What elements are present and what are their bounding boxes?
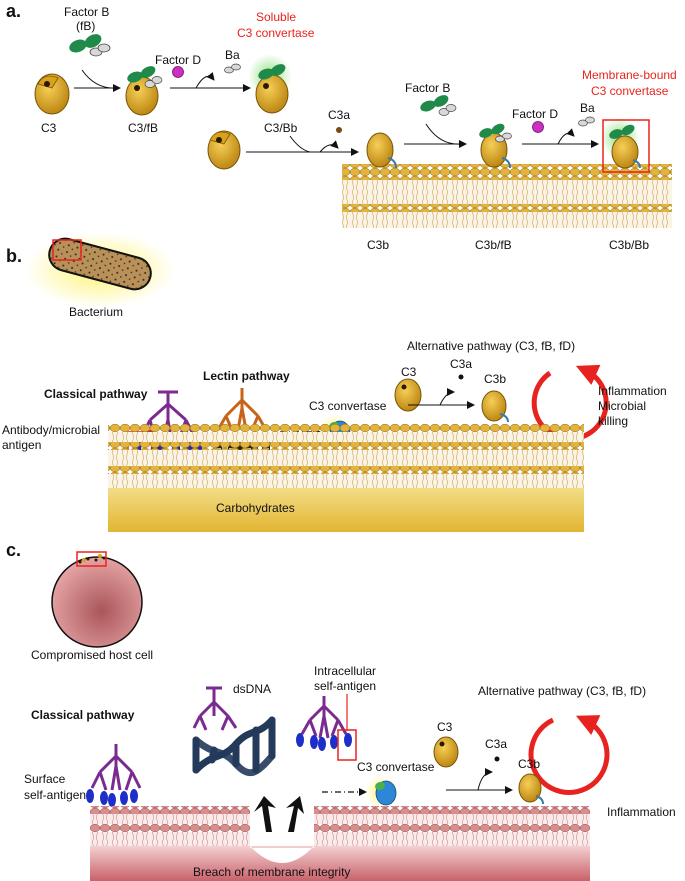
c3-label-b: C3 xyxy=(401,365,417,379)
c3a-fragment-icon-b xyxy=(458,374,464,380)
inflammation-label-b: Inflammation xyxy=(598,384,667,398)
c3b-label-b: C3b xyxy=(484,372,506,386)
surface-antibody-icon xyxy=(86,744,142,807)
arrow-c3a-release-c xyxy=(477,768,493,791)
membrane-convertase-label-1: Membrane-bound xyxy=(582,68,677,82)
c3a-label: C3a xyxy=(328,108,350,122)
killing-label: killing xyxy=(598,414,628,428)
dsdna-antibody-icon xyxy=(192,686,238,731)
arrow-c3bb-acts xyxy=(289,135,311,153)
c3-bb-label: C3/Bb xyxy=(264,121,298,135)
factor-b-label: Factor B xyxy=(64,5,109,19)
intracellular-highlight-box xyxy=(337,729,357,761)
dsdna-icon xyxy=(192,716,276,777)
factor-b-label-2: Factor B xyxy=(405,81,450,95)
breach-label: Breach of membrane integrity xyxy=(193,865,350,879)
classical-pathway-label-b: Classical pathway xyxy=(44,387,148,401)
c3b-label-c: C3b xyxy=(518,757,540,771)
soluble-convertase-label-2: C3 convertase xyxy=(237,26,315,40)
membrane-convertase-highlight-box xyxy=(602,119,650,173)
intracellular-label-2: self-antigen xyxy=(314,679,376,693)
antibody-antigen-label-2: antigen xyxy=(2,438,41,452)
factor-b-abbr: (fB) xyxy=(76,19,95,33)
microbial-label: Microbial xyxy=(598,399,646,413)
c3-protein-icon-b xyxy=(394,378,422,412)
c3-label-c: C3 xyxy=(437,720,453,734)
factor-d-label-1: Factor D xyxy=(155,53,201,67)
c3a-fragment-icon-c xyxy=(494,756,500,762)
antibody-antigen-label-1: Antibody/microbial xyxy=(2,423,100,437)
c3b-fb-label: C3b/fB xyxy=(475,238,512,252)
ba-fragment-icon-1 xyxy=(224,63,241,74)
factor-b-icon-2 xyxy=(420,95,457,116)
c3b-fb-complex-icon xyxy=(479,123,512,169)
amplification-loop-icon-c xyxy=(528,715,610,795)
c3-protein-icon xyxy=(34,73,70,115)
surface-antigen-label-1: Surface xyxy=(24,772,66,786)
c3-protein-icon-2 xyxy=(207,130,241,170)
factor-d-icon-2 xyxy=(532,121,544,133)
bacterium-zoom-box xyxy=(52,239,82,261)
c3b-membrane-icon xyxy=(366,132,397,169)
c3b-label: C3b xyxy=(367,238,389,252)
factor-b-icon xyxy=(69,34,111,57)
soluble-c3-convertase-icon xyxy=(248,54,292,114)
c3-fb-label: C3/fB xyxy=(128,121,158,135)
c3-convertase-icon-c xyxy=(365,775,399,809)
arrow-fb-binding-2 xyxy=(425,123,463,145)
c3-fb-complex-icon xyxy=(125,66,163,116)
arrow-c3a-release xyxy=(319,140,339,153)
host-cell-label: Compromised host cell xyxy=(31,648,153,662)
ba-label-1: Ba xyxy=(225,48,240,62)
c3a-fragment-icon xyxy=(336,127,342,133)
inflammation-label-c: Inflammation xyxy=(607,805,676,819)
alt-pathway-label-b: Alternative pathway (C3, fB, fD) xyxy=(407,339,575,353)
soluble-convertase-label-1: Soluble xyxy=(256,10,296,24)
surface-antigen-label-2: self-antigen xyxy=(24,788,86,802)
membrane-convertase-label-2: C3 convertase xyxy=(591,84,669,98)
c3b-icon-c xyxy=(518,773,544,805)
bacterial-membrane xyxy=(108,424,584,532)
arrow-c3a-release-b xyxy=(439,388,455,406)
dsdna-label: dsDNA xyxy=(233,682,271,696)
ba-label-2: Ba xyxy=(580,101,595,115)
classical-pathway-label-c: Classical pathway xyxy=(31,708,135,722)
intracellular-antibody-icon xyxy=(296,696,352,751)
lectin-pathway-label: Lectin pathway xyxy=(203,369,290,383)
host-cell-membrane xyxy=(90,806,590,881)
c3a-label-b: C3a xyxy=(450,357,472,371)
factor-d-label-2: Factor D xyxy=(512,107,558,121)
panel-c-label: c. xyxy=(6,540,21,560)
bacterium-label: Bacterium xyxy=(69,305,123,319)
panel-a-label: a. xyxy=(6,1,21,21)
c3b-icon-b xyxy=(481,390,509,423)
c3b-bb-label: C3b/Bb xyxy=(609,238,649,252)
intracellular-label-1: Intracellular xyxy=(314,664,376,678)
c3-convertase-label-c: C3 convertase xyxy=(357,760,435,774)
arrow-fb-binding xyxy=(81,69,119,89)
arrow-ba-release-2 xyxy=(557,128,575,145)
c3a-label-c: C3a xyxy=(485,737,507,751)
host-cell-icon xyxy=(51,554,143,648)
bacterium-icon xyxy=(25,232,175,308)
factor-d-icon-1 xyxy=(172,66,184,78)
ba-fragment-icon-2 xyxy=(578,116,595,127)
arrow-ba-release-1 xyxy=(195,72,215,89)
membrane-panel-a xyxy=(342,164,672,228)
membrane-c3-convertase-icon xyxy=(600,118,641,169)
alt-pathway-label-c: Alternative pathway (C3, fB, fD) xyxy=(478,684,646,698)
c3-protein-icon-c xyxy=(433,736,459,768)
panel-b-label: b. xyxy=(6,246,22,266)
c3-convertase-label-b: C3 convertase xyxy=(309,399,387,413)
release-arrows-icon xyxy=(254,796,304,832)
host-cell-zoom-box xyxy=(76,551,107,567)
carbohydrates-label: Carbohydrates xyxy=(216,501,295,515)
c3-label: C3 xyxy=(41,121,57,135)
